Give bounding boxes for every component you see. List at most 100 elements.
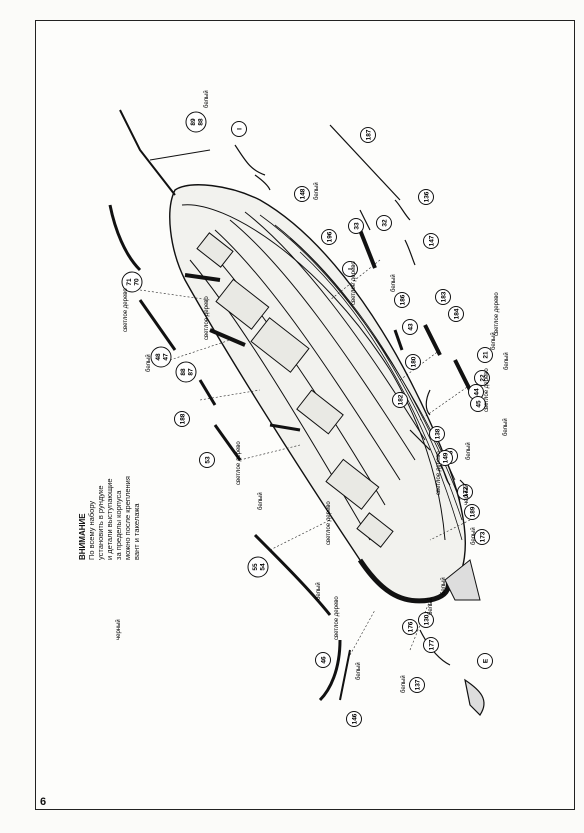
color-label: белый <box>470 527 477 545</box>
callout-43: 43 <box>402 319 418 335</box>
color-label: белый <box>503 352 510 370</box>
callout-number: 55 <box>252 563 259 571</box>
note-line: По всему набору <box>87 500 96 560</box>
color-label: белый <box>145 354 152 372</box>
callout-53: 53 <box>199 452 215 468</box>
note-line: можно после крепления <box>123 476 132 560</box>
exploded-parts <box>108 124 485 716</box>
color-label: черный <box>115 619 122 640</box>
callout-number: 46 <box>321 656 328 664</box>
callout-number: I <box>348 268 355 270</box>
callout-number: 189 <box>470 506 477 517</box>
callout-148: 148 <box>294 186 310 202</box>
callout-177: 177 <box>423 637 439 653</box>
callout-number: 148 <box>300 188 307 199</box>
callout-number: 21 <box>483 351 490 359</box>
callout-180: 180 <box>405 354 421 370</box>
color-label: светлое дерево <box>236 441 242 485</box>
callout-number: 186 <box>400 294 407 305</box>
color-label: белый <box>355 662 362 680</box>
callout-189: 189 <box>464 504 480 520</box>
callout-137: 137 <box>409 677 425 693</box>
callout-number: 188 <box>180 413 187 424</box>
callout-number: 196 <box>327 231 334 242</box>
note-title: ВНИМАНИЕ <box>78 513 87 560</box>
callout-number: 172 <box>463 486 470 497</box>
callout-number: E <box>483 658 490 663</box>
callout-138: 138 <box>429 426 445 442</box>
color-label: светлое дерево <box>351 261 357 305</box>
note-line: и детали выступающие <box>105 478 114 560</box>
callout-188: 188 <box>174 411 190 427</box>
leader-lines <box>139 259 471 656</box>
callout-number: 184 <box>454 308 461 319</box>
callout-number: 32 <box>382 219 389 227</box>
page-number: 6 <box>40 796 47 808</box>
callout-147: 147 <box>423 233 439 249</box>
callout-sub-number: 54 <box>260 563 267 571</box>
callout-number: 176 <box>408 621 415 632</box>
callout-46: 46 <box>315 652 331 668</box>
callout-sub-number: 47 <box>163 353 170 361</box>
color-label: светлое дерево <box>436 451 442 495</box>
color-label: белый <box>427 597 434 615</box>
callout-number: 173 <box>480 531 487 542</box>
color-label: светлое дерево <box>494 292 500 336</box>
assembly-note: ВНИМАНИЕ По всему набору установить в ру… <box>78 370 141 560</box>
callout-number: 149 <box>443 452 450 463</box>
callout-number: 53 <box>205 456 212 464</box>
color-label: светлое дерево <box>326 501 332 545</box>
callout-number: 136 <box>424 191 431 202</box>
callout-number: 45 <box>476 400 483 408</box>
color-label: белый <box>313 182 320 200</box>
callout-I: I <box>231 121 247 137</box>
callout-33: 33 <box>348 218 364 234</box>
color-label: белый <box>203 90 210 108</box>
color-label: белый <box>502 418 509 436</box>
callout-number: 88 <box>180 368 187 376</box>
callout-44: 44 <box>468 384 484 400</box>
callout-sub-number: 87 <box>188 368 195 376</box>
color-label: светлое дерево <box>123 288 129 332</box>
color-label: белый <box>440 577 447 595</box>
callout-number: I <box>237 128 244 130</box>
callout-number: 43 <box>408 323 415 331</box>
callout-number: 187 <box>366 129 373 140</box>
callout-21: 21 <box>477 347 493 363</box>
callout-number: 146 <box>352 713 359 724</box>
callout-number: 130 <box>424 614 431 625</box>
color-label: светлое дерево <box>204 296 210 340</box>
callout-173: 173 <box>474 529 490 545</box>
callout-number: 33 <box>354 222 361 230</box>
callout-45: 45 <box>470 396 486 412</box>
callout-176: 176 <box>402 619 418 635</box>
color-label: белый <box>490 332 497 350</box>
deck-structures <box>184 232 394 548</box>
callout-number: 44 <box>474 388 481 396</box>
note-line: вант и такелажа <box>132 503 141 560</box>
callout-number: 71 <box>126 278 133 286</box>
callout-186: 186 <box>394 292 410 308</box>
callout-number: 138 <box>435 428 442 439</box>
callout-number: 89 <box>190 118 197 126</box>
color-label: светлое дерево <box>334 596 340 640</box>
callout-149: 149 <box>437 450 453 466</box>
callout-32: 32 <box>376 215 392 231</box>
callout-182: 182 <box>392 392 408 408</box>
callout-number: 22 <box>480 374 487 382</box>
callout-number: 147 <box>429 235 436 246</box>
callout-196: 196 <box>321 229 337 245</box>
color-label: черный <box>463 484 470 505</box>
callout-number: 180 <box>411 356 418 367</box>
callout-136: 136 <box>418 189 434 205</box>
callout-E: E <box>477 653 493 669</box>
callout-sub-number: 88 <box>198 118 205 126</box>
note-line: за пределы корпуса <box>114 490 123 560</box>
